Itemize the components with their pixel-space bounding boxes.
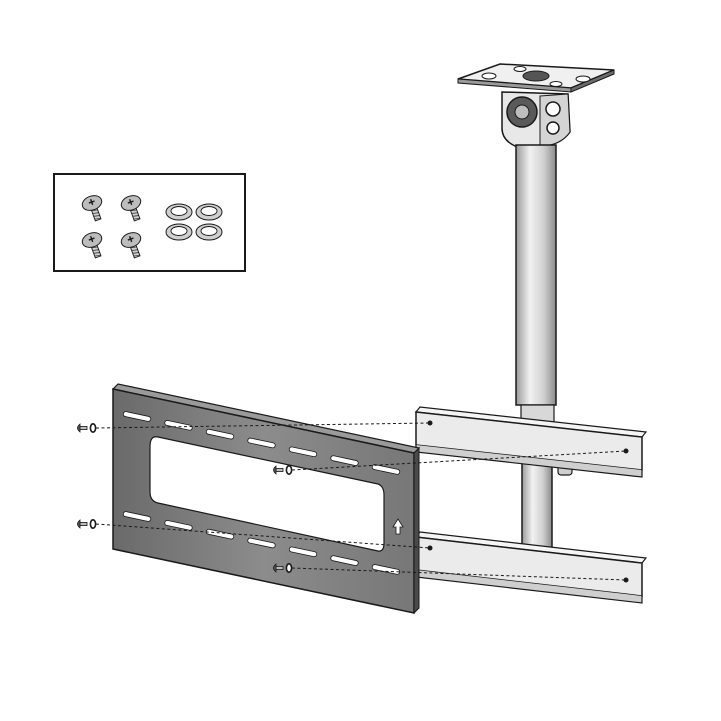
inset-washer — [196, 204, 222, 220]
ceiling-plate-hole — [550, 82, 562, 87]
tilt-knob-center — [515, 105, 529, 119]
ceiling-bracket — [458, 64, 614, 155]
screw-with-washer — [78, 520, 96, 528]
inset-washer-inner — [171, 207, 187, 216]
inset-washer — [166, 224, 192, 240]
inset-washer — [166, 204, 192, 220]
screw-head — [78, 424, 81, 432]
screw-shank — [276, 566, 283, 569]
screw-with-washer — [78, 424, 96, 432]
inset-washer-inner — [201, 227, 217, 236]
screw-shank — [80, 522, 87, 525]
inset-washer-inner — [171, 227, 187, 236]
tv-wall-plate — [113, 384, 419, 613]
washer — [286, 564, 291, 572]
pole-upper — [516, 145, 556, 405]
inset-washer-inner — [201, 207, 217, 216]
hardware-inset-frame — [54, 174, 245, 271]
washer — [286, 466, 291, 474]
ceiling-plate-hole — [482, 73, 496, 79]
washer — [90, 424, 95, 432]
screw-shank — [276, 468, 283, 471]
ceiling-plate-hole — [523, 71, 549, 81]
lower-rail-hole-left — [428, 546, 433, 551]
extension-pole — [516, 145, 572, 582]
screw-shank — [80, 426, 87, 429]
pivot-bolt — [546, 102, 560, 116]
inset-washer — [196, 224, 222, 240]
screw-head — [78, 520, 81, 528]
wall-plate-side — [414, 448, 419, 613]
hardware-inset — [54, 174, 245, 271]
pivot-bolt — [547, 122, 559, 134]
ceiling-plate-hole — [514, 67, 526, 72]
washer — [90, 520, 95, 528]
ceiling-plate-hole — [576, 76, 590, 82]
